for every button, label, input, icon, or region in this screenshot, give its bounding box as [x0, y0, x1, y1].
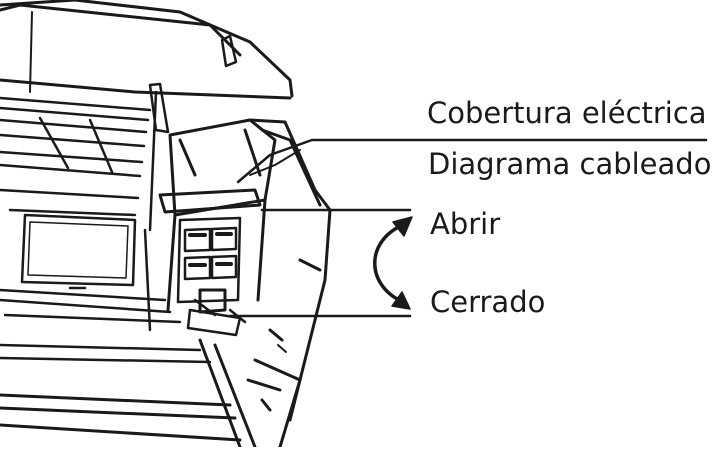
terminal-block [176, 216, 247, 337]
label-wiring-diagram: Diagrama cableado [428, 147, 712, 181]
front-panel [0, 0, 294, 100]
leader-lines [228, 138, 708, 318]
base [0, 338, 257, 449]
open-close-arrow-icon [373, 216, 413, 310]
label-closed: Cerrado [430, 285, 546, 319]
label-open: Abrir [430, 207, 501, 241]
filter-area [0, 213, 212, 364]
grille [0, 82, 170, 332]
leader-electrical-cover [236, 138, 708, 184]
label-electrical-cover: Cobertura eléctrica [427, 96, 707, 130]
electrical-cover [158, 118, 277, 312]
